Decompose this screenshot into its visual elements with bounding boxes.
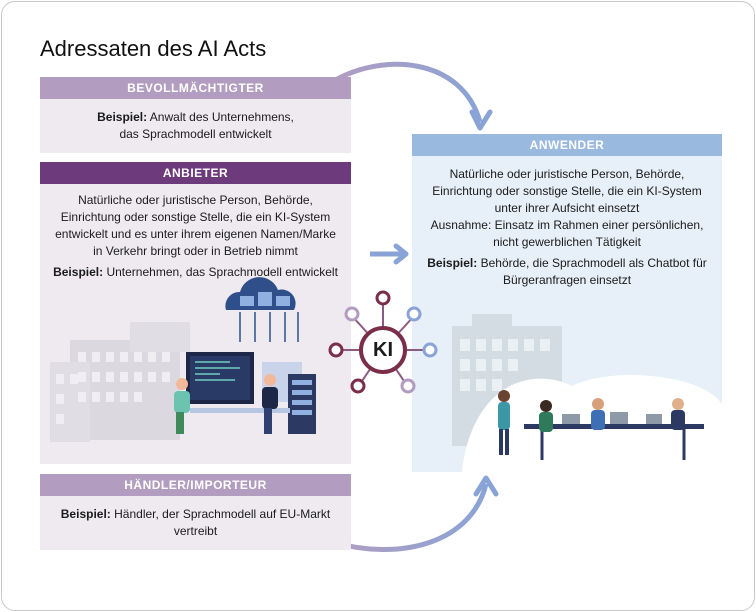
example-label: Beispiel: — [60, 507, 111, 521]
example-text: Behörde, die Sprachmodell als Chatbot fü… — [480, 256, 707, 270]
example-text-2: Bürgeranfragen einsetzt — [502, 273, 632, 287]
arrow-bevollmaechtigter-to-anwender — [330, 61, 483, 123]
panel-header-haendler: HÄNDLER/IMPORTEUR — [40, 474, 351, 496]
example-label: Beispiel: — [53, 265, 104, 279]
example-text-2: das Sprachmodell entwickelt — [119, 127, 272, 141]
anwender-line: Einrichtung oder sonstige Stelle, die ei… — [432, 184, 702, 198]
arrow-haendler-to-anwender — [331, 483, 489, 553]
panel-header-anbieter: ANBIETER — [40, 162, 351, 184]
panel-anwender: ANWENDER Natürliche oder juristische Per… — [412, 134, 722, 472]
example-label: Beispiel: — [97, 110, 148, 124]
anwender-line: Natürliche oder juristische Person, Behö… — [449, 167, 685, 181]
example-text: Anwalt des Unternehmens, — [149, 110, 294, 124]
example-text: Unternehmen, das Sprachmodell entwickelt — [106, 265, 338, 279]
panel-haendler-importeur: HÄNDLER/IMPORTEUR Beispiel: Händler, der… — [40, 474, 351, 550]
page-title: Adressaten des AI Acts — [40, 36, 267, 61]
anwender-line: Ausnahme: Einsatz im Rahmen einer persön… — [430, 218, 704, 232]
anbieter-line: entwickelt und es unter ihrem eigenen Na… — [55, 227, 336, 241]
anwender-line: nicht gewerblichen Tätigkeit — [493, 235, 641, 249]
example-text: Händler, der Sprachmodell auf EU-Markt — [114, 507, 331, 521]
anbieter-line: Natürliche oder juristische Person, Behö… — [78, 193, 313, 207]
arrow-head-bottom — [473, 475, 499, 497]
example-text-2: vertreibt — [173, 524, 218, 538]
panel-anbieter: ANBIETER Natürliche oder juristische Per… — [40, 162, 351, 464]
bevollmaechtigter-example: Beispiel: Anwalt des Unternehmens, das S… — [46, 109, 345, 143]
arrow-head-top — [469, 109, 493, 131]
developer-illustration — [50, 277, 316, 442]
example-label: Beispiel: — [427, 256, 478, 270]
panel-header-anwender: ANWENDER — [412, 134, 722, 156]
arrow-head-middle — [393, 243, 409, 265]
panel-bevollmaechtigter: BEVOLLMÄCHTIGTER Beispiel: Anwalt des Un… — [40, 77, 351, 153]
anbieter-description: Natürliche oder juristische Person, Behö… — [46, 192, 345, 281]
anwender-line: unter ihrer Aufsicht einsetzt — [494, 201, 640, 215]
office-illustration — [452, 314, 722, 472]
anwender-description: Natürliche oder juristische Person, Behö… — [418, 166, 716, 289]
haendler-example: Beispiel: Händler, der Sprachmodell auf … — [46, 506, 345, 540]
ki-label: KI — [373, 339, 393, 361]
anbieter-line: Einrichtung oder sonstige Stelle, die ei… — [60, 210, 331, 224]
anbieter-line: in Verkehr bringt oder in Betrieb nimmt — [93, 244, 298, 258]
panel-header-bevollmaechtigter: BEVOLLMÄCHTIGTER — [40, 77, 351, 99]
